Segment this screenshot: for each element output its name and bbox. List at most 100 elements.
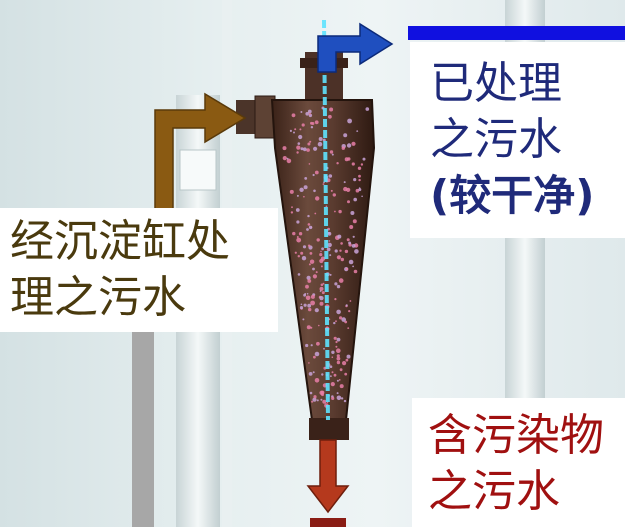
particle (291, 113, 296, 118)
treated-line-3: (较干净) (430, 171, 595, 220)
particle (312, 267, 315, 271)
particle (336, 348, 341, 354)
particle (333, 373, 337, 377)
particle (329, 254, 332, 257)
particle (344, 249, 349, 254)
particle (357, 166, 362, 170)
treated-water-label: 已处理 之污水 (较干净) (410, 42, 625, 238)
particle (304, 177, 308, 180)
particle (336, 395, 342, 401)
particle (348, 259, 354, 265)
particle (341, 317, 347, 322)
particle (314, 308, 319, 313)
particle (310, 126, 314, 129)
particle (336, 255, 341, 260)
particle (308, 362, 310, 364)
particle (315, 271, 318, 274)
particle (339, 249, 342, 252)
particle (302, 147, 307, 152)
particle (345, 304, 348, 307)
particle (307, 223, 311, 226)
particle (347, 327, 350, 329)
particle (322, 138, 326, 142)
particle (314, 351, 320, 357)
particle (351, 141, 356, 146)
treated-line-1: 已处理 (430, 58, 562, 109)
particle (297, 255, 300, 258)
particle (319, 286, 324, 291)
particle (310, 326, 313, 329)
particle (303, 303, 307, 307)
particle (328, 174, 333, 178)
particle (296, 145, 301, 150)
dirty-line-1: 含污染物 (428, 410, 604, 461)
particle (293, 131, 295, 134)
particle (313, 355, 316, 359)
particle (308, 263, 311, 266)
particle (314, 378, 320, 383)
particle (291, 206, 293, 209)
particle (319, 301, 324, 306)
particle (346, 238, 350, 242)
particle (346, 354, 351, 359)
particle (318, 137, 323, 141)
drain-fitting (310, 518, 346, 527)
particle (307, 303, 312, 308)
vortex-core (322, 19, 330, 421)
particle (320, 283, 324, 287)
particle (304, 293, 307, 295)
particle (347, 118, 352, 124)
particle (335, 320, 337, 323)
particle (309, 259, 315, 264)
particle (305, 343, 309, 348)
particle (354, 249, 359, 254)
particle (303, 185, 308, 190)
particle (346, 143, 352, 148)
particle (348, 241, 352, 245)
particle (299, 306, 304, 310)
particle (343, 133, 348, 138)
particle (296, 237, 302, 243)
particle (353, 178, 357, 182)
particle (331, 371, 334, 374)
particle (318, 324, 320, 327)
particle (358, 178, 361, 182)
particle (329, 107, 334, 112)
particle (321, 247, 324, 251)
particle (330, 189, 333, 192)
particle (336, 354, 340, 358)
particle (289, 129, 292, 132)
input-line-1: 经沉淀缸处 (10, 216, 230, 267)
particle (331, 396, 335, 400)
particle (360, 163, 364, 166)
particle (330, 382, 335, 387)
particle (309, 140, 312, 143)
particle (358, 174, 361, 178)
particle (301, 256, 307, 261)
particle (336, 392, 339, 395)
particle (328, 114, 332, 119)
particle (316, 238, 320, 242)
particle (358, 188, 362, 192)
particle (296, 151, 299, 154)
settled-water-label: 经沉淀缸处 理之污水 (0, 208, 278, 332)
particle (322, 183, 325, 186)
particle (344, 157, 349, 162)
underflow-outlet (309, 418, 349, 440)
particle (334, 210, 336, 213)
particle (307, 109, 312, 114)
particle (312, 371, 315, 374)
particle (352, 235, 355, 238)
particle (336, 360, 341, 365)
particle (295, 208, 300, 212)
particle (319, 253, 323, 257)
particle (321, 291, 325, 295)
particle (289, 189, 294, 194)
particle (350, 211, 355, 215)
particle (314, 170, 319, 175)
arrow-bent-right-icon (154, 92, 247, 214)
particle (311, 400, 314, 403)
particle (349, 300, 352, 302)
particle (308, 372, 313, 376)
